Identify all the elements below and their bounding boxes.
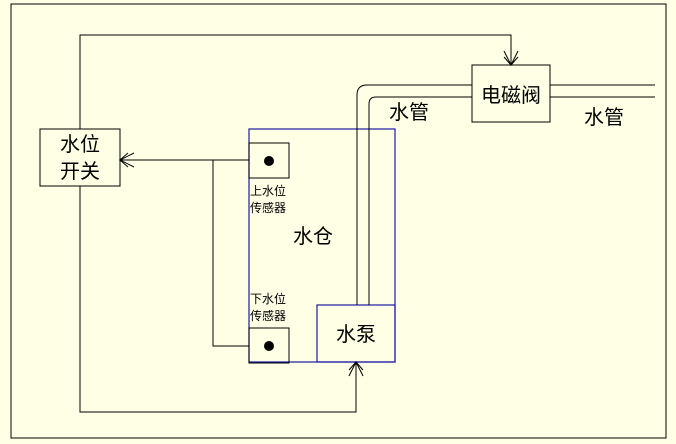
lower-sensor-label-line2: 传感器: [250, 308, 286, 323]
pipe-left-label: 水管: [389, 100, 429, 124]
pipe-left-inner: [368, 96, 472, 305]
pump-control-arrow-inner: [348, 361, 364, 371]
upper-sensor-label-line1: 上水位: [250, 183, 286, 198]
valve-control-arrow-inner: [503, 56, 519, 66]
sensor-wire: [212, 159, 249, 347]
solenoid-valve-label: 电磁阀: [481, 83, 541, 107]
switch-input-arrow-inner: [119, 152, 129, 168]
valve-control-wire: [79, 34, 512, 129]
pipe-left-outer: [356, 84, 472, 305]
tank-label: 水仓: [293, 224, 333, 248]
upper-sensor-dot: [264, 156, 274, 166]
upper-sensor-label-line2: 传感器: [250, 200, 286, 215]
pump-label: 水泵: [336, 322, 376, 346]
pump-control-wire: [79, 186, 357, 413]
diagram-frame: [10, 3, 667, 439]
lower-sensor-dot: [264, 341, 274, 351]
switch-label-line1: 水位: [60, 132, 100, 156]
pipe-right-label: 水管: [584, 105, 624, 129]
lower-sensor-label-line1: 下水位: [250, 291, 286, 306]
switch-label-line2: 开关: [60, 159, 100, 183]
